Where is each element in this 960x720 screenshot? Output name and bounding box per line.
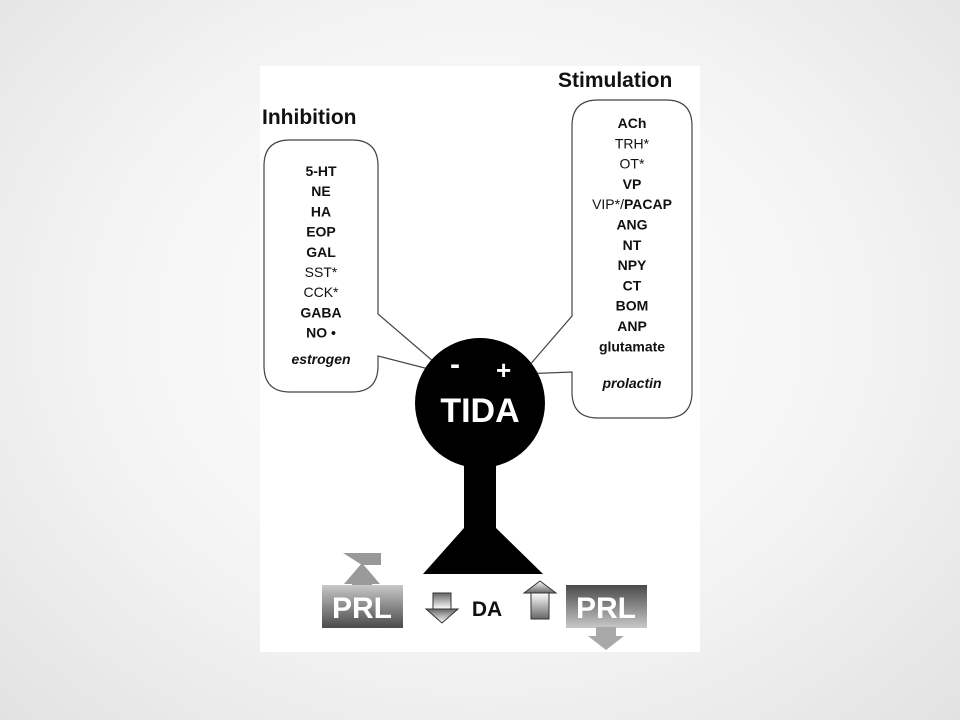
stimulation-item: CT <box>623 277 642 293</box>
da-up-arrow-icon <box>522 580 558 620</box>
tida-label: TIDA <box>440 392 519 430</box>
prl-left-label: PRL <box>332 592 392 625</box>
stimulation-item: glutamate <box>599 338 665 354</box>
inhibition-item: GABA <box>300 304 341 320</box>
stimulation-item: ANP <box>617 318 647 334</box>
inhibition-item: HA <box>311 203 331 219</box>
stimulation-item: NT <box>623 237 642 253</box>
stimulation-footer: prolactin <box>601 375 661 391</box>
stimulation-item: ACh <box>618 115 647 131</box>
inhibition-item: SST* <box>305 264 338 280</box>
tida-diagram: Inhibition Stimulation 5-HT NE HA EOP GAL SST… <box>262 69 693 650</box>
plus-sign: + <box>496 355 511 385</box>
prl-increase-box <box>322 553 403 628</box>
stimulation-item: VIP*/PACAP <box>592 196 672 212</box>
inhibition-footer: estrogen <box>291 351 350 367</box>
stimulation-bubble <box>520 99 693 419</box>
stimulation-item: ANG <box>616 217 647 233</box>
stimulation-item: NPY <box>618 257 647 273</box>
da-label: DA <box>472 598 502 621</box>
slide: Inhibition Stimulation 5-HT NE HA EOP GAL SST… <box>260 66 700 652</box>
stimulation-item: OT* <box>620 156 645 172</box>
inhibition-item: GAL <box>306 244 336 260</box>
prl-right-label: PRL <box>576 592 636 625</box>
inhibition-item: NO • <box>306 325 336 341</box>
da-down-arrow-icon <box>424 592 460 624</box>
tida-neuron <box>415 338 545 574</box>
inhibition-item: NE <box>311 183 330 199</box>
inhibition-item: CCK* <box>303 284 339 300</box>
inhibition-title: Inhibition <box>262 106 356 129</box>
stimulation-title: Stimulation <box>558 69 672 92</box>
prl-decrease-box <box>566 585 647 650</box>
inhibition-item: EOP <box>306 224 336 240</box>
stimulation-item: VP <box>623 176 642 192</box>
minus-sign: - <box>450 348 460 381</box>
stimulation-item: BOM <box>616 298 649 314</box>
inhibition-item: 5-HT <box>305 163 337 179</box>
inhibition-list: 5-HT NE HA EOP GAL SST* CCK* GABA NO • <box>300 163 341 341</box>
stimulation-item: TRH* <box>615 135 650 151</box>
inhibition-bubble <box>263 139 449 393</box>
